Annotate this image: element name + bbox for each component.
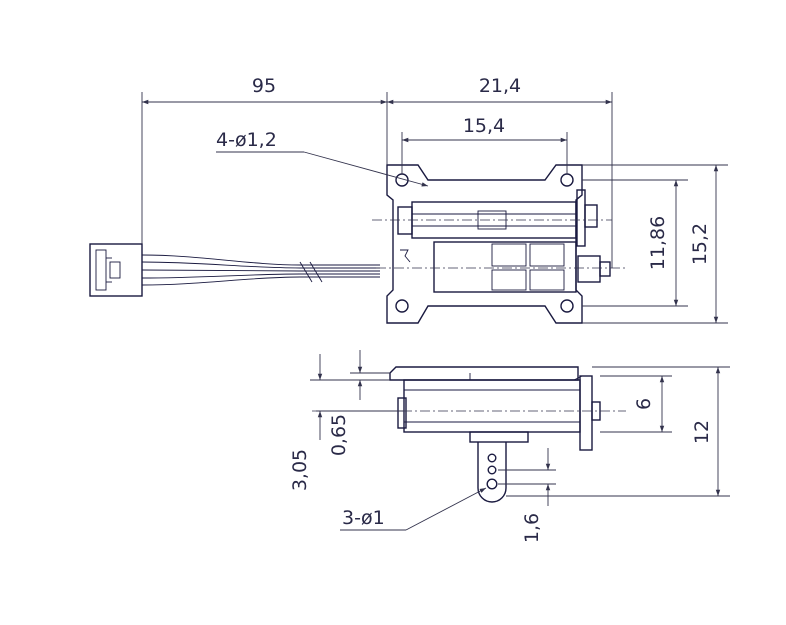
- height-inner-label: 11,86: [647, 216, 669, 270]
- motor-block: [400, 241, 611, 293]
- dim-horn-spacing: 1,6: [498, 448, 556, 543]
- side-height-label: 6: [633, 398, 655, 410]
- cable-wires: [141, 254, 380, 286]
- dim-mount-holes: 4-ø1,2: [216, 129, 429, 187]
- height-outer-label: 15,2: [689, 223, 711, 265]
- offset-a-label: 3,05: [289, 449, 311, 491]
- dim-offset-b: 0,65: [328, 350, 390, 456]
- gear-rail: [397, 189, 598, 247]
- side-total-label: 12: [691, 420, 713, 444]
- side-body: [389, 366, 601, 451]
- hole-spacing-label: 15,4: [463, 115, 505, 137]
- horn-holes-label: 3-ø1: [342, 507, 385, 529]
- cable-length-label: 95: [252, 75, 276, 97]
- servo-horn: [469, 431, 529, 503]
- dim-cable-length: 95: [141, 75, 388, 244]
- dim-side-height: 6: [600, 375, 672, 433]
- mount-holes-label: 4-ø1,2: [216, 129, 277, 151]
- dim-height-outer: 15,2: [582, 164, 728, 324]
- mount-hole: [560, 173, 574, 187]
- horn-spacing-label: 1,6: [521, 513, 543, 543]
- dim-height-inner: 11,86: [582, 179, 688, 307]
- dim-overall-width: 21,4: [387, 75, 613, 268]
- dim-side-total: 12: [506, 366, 730, 497]
- dim-horn-holes: 3-ø1: [340, 487, 487, 531]
- dim-offset-a: 3,05: [289, 354, 404, 491]
- connector-plug: [89, 243, 143, 297]
- overall-width-label: 21,4: [479, 75, 521, 97]
- top-view: 95 21,4 15,4 4-ø1,2 11,86: [89, 75, 728, 324]
- mount-hole: [560, 299, 574, 313]
- mount-hole: [395, 299, 409, 313]
- offset-b-label: 0,65: [328, 414, 350, 456]
- side-view: 6 12 3,05 0,65 3-ø1: [289, 350, 730, 543]
- dim-hole-spacing: 15,4: [401, 115, 568, 174]
